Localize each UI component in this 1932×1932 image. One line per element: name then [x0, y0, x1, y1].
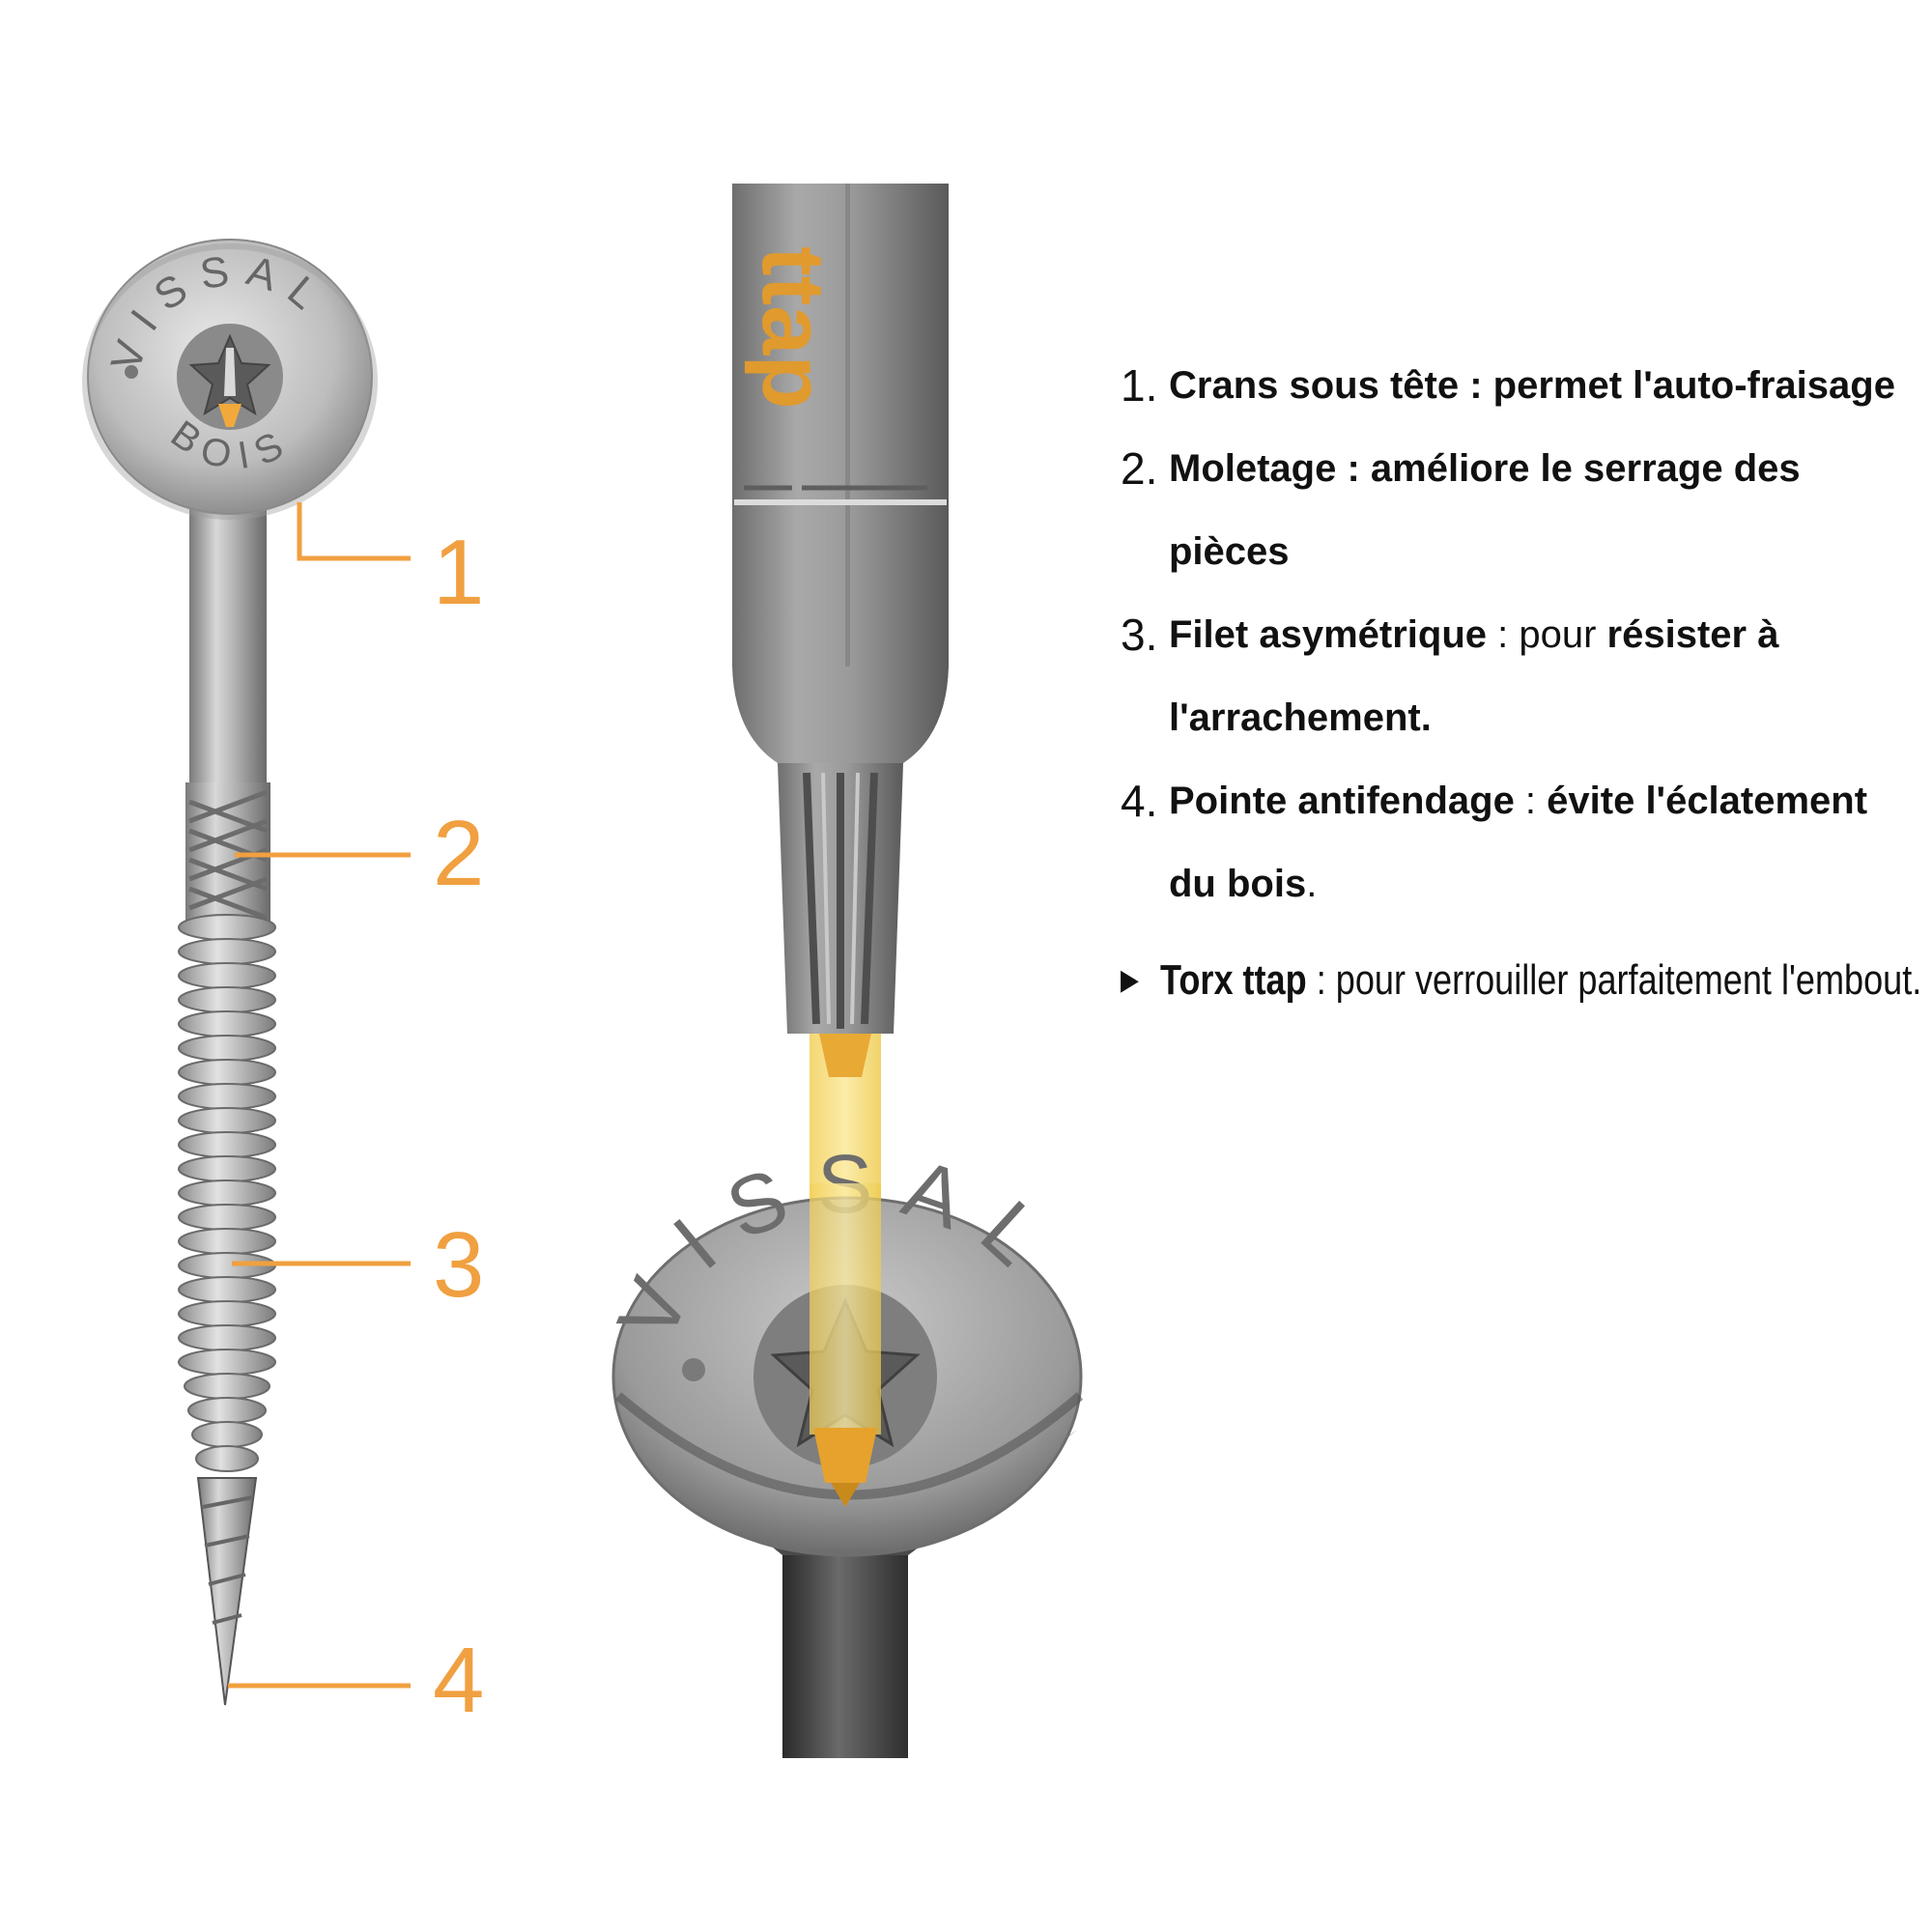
- legend-item-number: 2.: [1121, 443, 1158, 494]
- legend-item-text: Filet asymétrique: [1169, 613, 1488, 656]
- bit-hex-body: [732, 184, 949, 667]
- thread-coil: [195, 1445, 259, 1472]
- legend-item: 1. Crans sous tête : permet l'auto-fraisa…: [1121, 344, 1913, 427]
- legend-item-text: résister à l'arrachement.: [1169, 613, 1779, 739]
- legend-item-number: 1.: [1121, 360, 1158, 411]
- screw-tip: [196, 1477, 258, 1706]
- callout-line-1: [297, 502, 411, 561]
- legend: 1. Crans sous tête : permet l'auto-fraisa…: [1121, 344, 1921, 1018]
- callout-number-2: 2: [433, 802, 484, 905]
- callout-number-1: 1: [433, 521, 484, 624]
- thread-section: [178, 914, 276, 1472]
- bullet-icon: ▶: [1121, 964, 1139, 996]
- legend-item: 3. Filet asymétrique : pour résister à l'…: [1121, 593, 1913, 759]
- torx-bit-illustration: ttap VISSAL: [600, 184, 1084, 1758]
- legend-item: 2.Moletage : améliore le serrage des piè…: [1121, 427, 1913, 593]
- legend-item-text: : pour: [1487, 613, 1607, 656]
- legend-item-text: Crans sous tête : permet l'auto-fraisage: [1169, 364, 1895, 407]
- wood-screw-illustration: VISSAL BOIS 1 2 3 4: [82, 239, 484, 1732]
- torx-recess-icon: [177, 324, 283, 430]
- legend-item: 4. Pointe antifendage : évite l'éclatemen…: [1121, 759, 1913, 925]
- callout-number-4: 4: [433, 1629, 484, 1732]
- legend-item-number: 3.: [1121, 610, 1158, 660]
- legend-item-text: Pointe antifendage: [1169, 780, 1515, 822]
- legend-item-text: :: [1514, 780, 1548, 822]
- legend-item-text: .: [1306, 863, 1318, 905]
- legend-item-number: 4.: [1121, 776, 1158, 826]
- legend-item-text: Moletage : améliore le serrage des pièce…: [1169, 447, 1801, 573]
- torx-note-text: : pour verrouiller parfaitement l'embout…: [1306, 956, 1922, 1004]
- torx-note-title: Torx ttap: [1160, 956, 1307, 1004]
- legend-item-text: évite l'éclatement du bois: [1169, 780, 1868, 905]
- torx-note: ▶ Torx ttap : pour verrouiller parfaitem…: [1121, 943, 1932, 1018]
- callout-lines: [228, 502, 411, 1689]
- bit-brand-text: ttap: [744, 246, 842, 410]
- callout-number-3: 3: [433, 1213, 484, 1317]
